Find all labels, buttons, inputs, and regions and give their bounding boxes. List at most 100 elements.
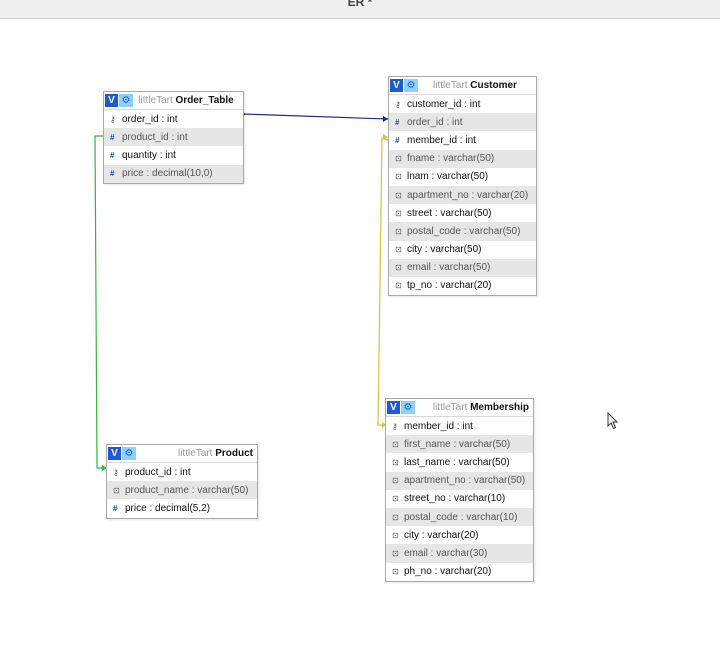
table-column-row[interactable]: #quantity : int — [104, 146, 243, 164]
visibility-toggle-button[interactable]: V — [108, 447, 121, 460]
table-order-table[interactable]: V ⚙ littleTart Order_Table ⚷ order_id : i… — [103, 91, 244, 184]
numeric-column-icon: # — [395, 117, 400, 127]
table-column-row[interactable]: ⚷product_id : int — [107, 463, 257, 481]
designer-title-bar: ER * — [0, 0, 720, 19]
column-label: street_no : varchar(10) — [404, 493, 506, 505]
text-column-icon: ⊡ — [392, 476, 399, 486]
table-column-row[interactable]: ⊡ street : varchar(50) — [389, 204, 536, 222]
text-column-icon: ⊡ — [395, 172, 402, 182]
table-column-row[interactable]: #product_id : int — [104, 128, 243, 147]
column-label: order_id : int — [407, 116, 463, 128]
text-column-icon: ⊡ — [392, 567, 399, 577]
table-title[interactable]: littleTart Order_Table — [133, 95, 243, 106]
table-column-row[interactable]: ⊡email : varchar(30) — [386, 544, 533, 563]
table-header[interactable]: V ⚙ littleTart Membership — [386, 399, 533, 417]
table-column-row[interactable]: ⊡ tp_no : varchar(20) — [389, 277, 536, 295]
mouse-pointer-icon — [607, 412, 619, 430]
table-column-row[interactable]: ⊡ email : varchar(50) — [389, 258, 536, 277]
column-label: fname : varchar(50) — [407, 153, 495, 165]
relation-customer-membership-arrow — [383, 134, 388, 140]
gear-icon[interactable]: ⚙ — [119, 94, 133, 107]
column-label: street : varchar(50) — [407, 207, 492, 219]
column-label: member_id : int — [404, 420, 473, 432]
table-column-row[interactable]: # price : decimal(10,0) — [104, 164, 243, 183]
table-column-row[interactable]: # order_id : int — [389, 113, 536, 132]
table-product[interactable]: V ⚙ littleTart Product ⚷product_id : int… — [106, 444, 258, 519]
primary-key-icon: ⚷ — [392, 421, 398, 431]
text-column-icon: ⊡ — [392, 512, 399, 522]
database-name: littleTart — [432, 402, 468, 413]
text-column-icon: ⊡ — [113, 485, 120, 495]
table-title[interactable]: littleTart Customer — [418, 80, 536, 91]
table-title[interactable]: littleTart Product — [136, 448, 257, 459]
primary-key-icon: ⚷ — [395, 99, 401, 109]
relation-customer-membership[interactable] — [377, 137, 389, 426]
visibility-toggle-button[interactable]: V — [387, 401, 400, 414]
text-column-icon: ⊡ — [392, 548, 399, 558]
text-column-icon: ⊡ — [392, 494, 399, 504]
text-column-icon: ⊡ — [395, 226, 402, 236]
column-label: ph_no : varchar(20) — [404, 566, 492, 578]
table-column-row[interactable]: ⚷customer_id : int — [389, 95, 536, 113]
table-column-row[interactable]: ⊡fname : varchar(50) — [389, 149, 536, 168]
table-column-row[interactable]: ⊡ apartment_no : varchar(50) — [386, 471, 533, 490]
table-column-row[interactable]: # member_id : int — [389, 131, 536, 149]
table-column-row[interactable]: ⊡ ph_no : varchar(20) — [386, 563, 533, 581]
visibility-toggle-button[interactable]: V — [390, 79, 403, 92]
table-column-row[interactable]: ⊡apartment_no : varchar(20) — [389, 185, 536, 205]
column-label: product_id : int — [125, 466, 191, 478]
relation-customer-order[interactable] — [242, 113, 389, 120]
column-label: apartment_no : varchar(50) — [404, 475, 526, 487]
table-column-row[interactable]: ⚷ member_id : int — [386, 417, 533, 435]
table-header[interactable]: V ⚙ littleTart Customer — [389, 77, 536, 95]
relation-customer-membership-end — [382, 422, 386, 428]
table-column-row[interactable]: ⊡ street_no : varchar(10) — [386, 490, 533, 508]
table-header[interactable]: V ⚙ littleTart Product — [107, 445, 257, 463]
table-column-row[interactable]: ⊡product_name : varchar(50) — [107, 481, 257, 500]
table-column-row[interactable]: ⊡city : varchar(50) — [389, 241, 536, 259]
gear-icon[interactable]: ⚙ — [401, 401, 415, 414]
text-column-icon: ⊡ — [392, 439, 399, 449]
table-column-row[interactable]: ⊡last_name : varchar(50) — [386, 453, 533, 471]
numeric-column-icon: # — [395, 135, 400, 145]
column-label: postal_code : varchar(10) — [404, 511, 518, 523]
column-label: email : varchar(50) — [407, 262, 491, 274]
text-column-icon: ⊡ — [395, 208, 402, 218]
relation-order-product-arrow — [102, 465, 107, 471]
table-column-row[interactable]: ⚷ order_id : int — [104, 110, 243, 128]
relation-customer-order-arrow — [383, 116, 388, 122]
column-list: ⚷product_id : int⊡product_name : varchar… — [107, 463, 257, 518]
column-label: price : decimal(10,0) — [122, 168, 213, 180]
table-customer[interactable]: V ⚙ littleTart Customer ⚷customer_id : i… — [388, 76, 537, 297]
column-label: lnam : varchar(50) — [407, 171, 489, 183]
column-label: member_id : int — [407, 134, 476, 146]
table-column-row[interactable]: ⊡ postal_code : varchar(10) — [386, 507, 533, 527]
numeric-column-icon: # — [110, 169, 115, 179]
column-label: first_name : varchar(50) — [404, 438, 511, 450]
column-label: order_id : int — [122, 113, 178, 125]
visibility-toggle-button[interactable]: V — [105, 94, 118, 107]
table-column-row[interactable]: #price : decimal(5,2) — [107, 499, 257, 517]
text-column-icon: ⊡ — [395, 263, 402, 273]
text-column-icon: ⊡ — [395, 190, 402, 200]
window-title: ER * — [347, 0, 373, 9]
text-column-icon: ⊡ — [392, 457, 399, 467]
column-label: postal_code : varchar(50) — [407, 225, 521, 237]
database-name: littleTart — [138, 95, 173, 106]
primary-key-icon: ⚷ — [110, 114, 116, 124]
table-name: Order_Table — [175, 95, 234, 106]
table-title[interactable]: littleTart Membership — [415, 402, 533, 413]
table-column-row[interactable]: ⊡ first_name : varchar(50) — [386, 435, 533, 454]
column-label: tp_no : varchar(20) — [407, 280, 492, 292]
table-header[interactable]: V ⚙ littleTart Order_Table — [104, 92, 243, 110]
table-column-row[interactable]: ⊡ lnam : varchar(50) — [389, 168, 536, 186]
table-column-row[interactable]: ⊡city : varchar(20) — [386, 526, 533, 544]
gear-icon[interactable]: ⚙ — [404, 79, 418, 92]
column-label: city : varchar(50) — [407, 244, 482, 256]
table-column-row[interactable]: ⊡ postal_code : varchar(50) — [389, 222, 536, 241]
gear-icon[interactable]: ⚙ — [122, 447, 136, 460]
table-membership[interactable]: V ⚙ littleTart Membership ⚷ member_id : i… — [385, 398, 534, 582]
relation-order-product[interactable] — [94, 135, 106, 469]
text-column-icon: ⊡ — [395, 281, 402, 291]
